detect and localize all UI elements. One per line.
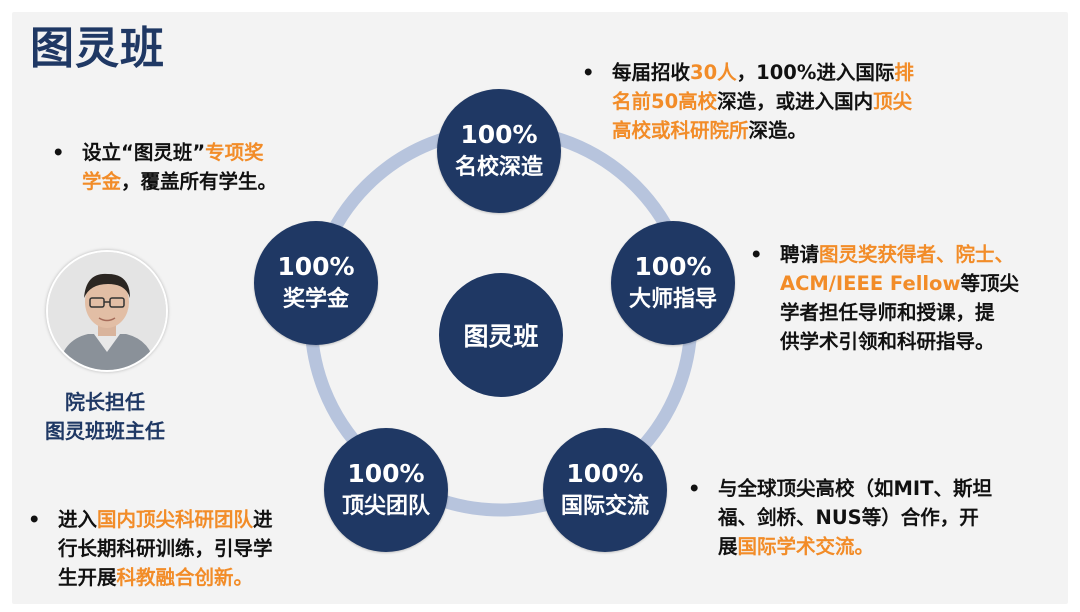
node-label: 名校深造 [454, 155, 543, 180]
node-label: 大师指导 [628, 287, 717, 312]
node-percent: 100% [277, 252, 355, 281]
node-percent: 100% [634, 252, 712, 281]
node-percent: 100% [460, 120, 538, 149]
node-scholarship: 100% 奖学金 [254, 221, 378, 345]
bullet-dot: • [582, 61, 595, 84]
node-master-guidance: 100% 大师指导 [611, 221, 735, 345]
node-international-exchange: 100% 国际交流 [543, 428, 667, 552]
node-label: 奖学金 [282, 287, 349, 312]
bullet-top: • 每届招收30人，100%进入国际排 名前50高校深造，或进入国内顶尖 高校或… [582, 58, 992, 145]
node-label: 国际交流 [560, 494, 649, 519]
bullet-dot: • [52, 141, 65, 164]
bullet-bottom-left: • 进入国内顶尖科研团队进 行长期科研训练，引导学 生开展科教融合创新。 [28, 505, 348, 592]
center-node: 图灵班 [439, 273, 563, 397]
bullet-right: • 聘请图灵奖获得者、院士、 ACM/IEEE Fellow等顶尖 学者担任导师… [750, 240, 1070, 356]
bullet-dot: • [28, 508, 41, 531]
bullet-left: • 设立“图灵班”专项奖 学金，覆盖所有学生。 [52, 138, 342, 196]
node-percent: 100% [347, 459, 425, 488]
bullet-dot: • [750, 243, 763, 266]
bullet-dot: • [688, 477, 701, 500]
node-top-team: 100% 顶尖团队 [324, 428, 448, 552]
node-label: 顶尖团队 [341, 494, 430, 519]
bullet-bottom-right: • 与全球顶尖高校（如MIT、斯坦 福、剑桥、NUS等）合作，开 展国际学术交流… [688, 474, 1068, 561]
dean-portrait-photo [46, 250, 168, 372]
dean-caption: 院长担任 图灵班班主任 [45, 390, 165, 443]
page-title: 图灵班 [30, 23, 165, 74]
node-percent: 100% [566, 459, 644, 488]
node-school-study: 100% 名校深造 [437, 89, 561, 213]
